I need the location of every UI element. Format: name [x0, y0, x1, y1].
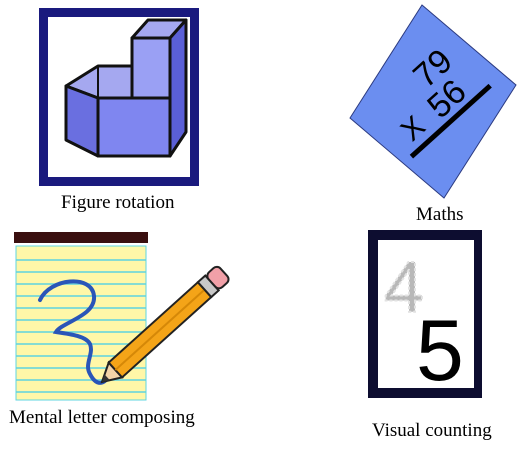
card-background [378, 240, 474, 388]
pencil-icon [100, 265, 230, 384]
caption-mental-letter-composing: Mental letter composing [9, 407, 195, 428]
caption-visual-counting: Visual counting [372, 420, 492, 441]
math-card [349, 4, 517, 199]
notepad-sheet [15, 245, 147, 401]
maths-panel: 79 X 56 Maths [340, 0, 522, 226]
figure-rotation-panel: Figure rotation [39, 8, 199, 213]
visual-counting-panel: 4 5 Visual counting [340, 226, 522, 452]
notepad-pencil-icon [14, 232, 230, 401]
block-upper-front [130, 36, 172, 100]
faded-digit: 4 [384, 248, 424, 328]
letter-composing-panel: Mental letter composing [0, 226, 300, 452]
3d-l-block-icon [39, 8, 199, 186]
block-right-face [168, 18, 188, 158]
math-underline [409, 83, 492, 159]
block-front-lower [96, 96, 172, 158]
digit-card-icon: 4 5 [368, 230, 482, 399]
caption-figure-rotation: Figure rotation [61, 192, 175, 213]
caption-maths: Maths [416, 204, 464, 225]
handwriting-scribble [38, 279, 108, 385]
notepad-binding [14, 232, 148, 243]
multiplication-card-icon: 79 X 56 [349, 4, 517, 199]
bold-digit: 5 [416, 303, 464, 399]
